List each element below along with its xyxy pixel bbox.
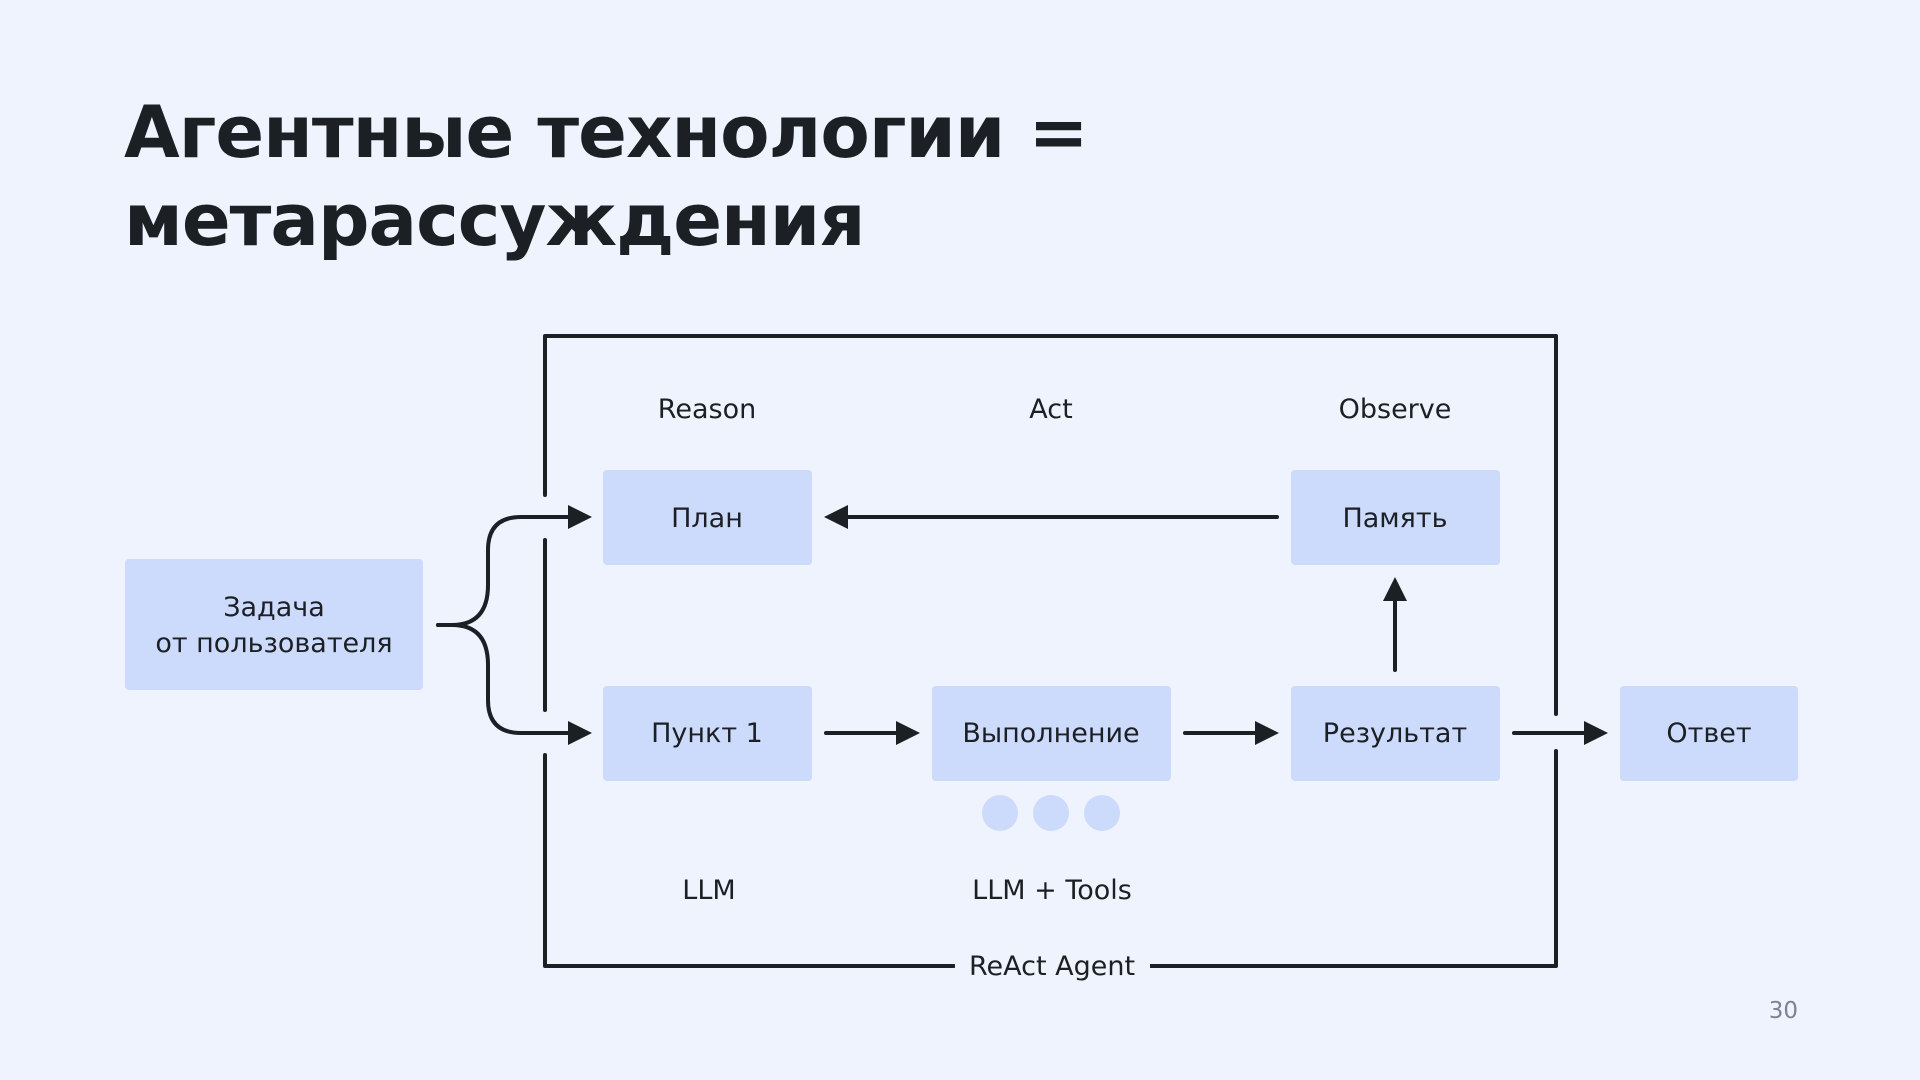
column-act: Act — [1029, 394, 1072, 425]
page-title: Агентные технологии = метарассуждения — [124, 88, 1089, 264]
node-result-label: Результат — [1323, 718, 1467, 749]
agent-frame — [543, 334, 1558, 968]
node-result: Результат — [1291, 686, 1500, 781]
page-number: 30 — [1768, 998, 1798, 1024]
node-answer-label: Ответ — [1666, 718, 1751, 749]
node-task-line-2: от пользователя — [155, 628, 392, 659]
dot-2 — [1033, 795, 1069, 831]
arrow-result-to-answer — [1512, 721, 1608, 745]
label-llm: LLM — [682, 875, 735, 906]
node-task: Задача от пользователя — [125, 559, 423, 690]
node-execution: Выполнение — [932, 686, 1171, 781]
brace-connector — [436, 515, 576, 735]
arrow-to-step1-head — [568, 721, 592, 745]
dot-1 — [982, 795, 1018, 831]
dot-3 — [1084, 795, 1120, 831]
node-step1: Пункт 1 — [603, 686, 812, 781]
node-memory-label: Память — [1342, 503, 1447, 534]
node-plan-label: План — [671, 503, 743, 534]
label-llm-tools: LLM + Tools — [972, 875, 1132, 906]
node-plan: План — [603, 470, 812, 565]
node-execution-label: Выполнение — [962, 718, 1139, 749]
node-memory: Память — [1291, 470, 1500, 565]
node-task-line-1: Задача — [223, 592, 325, 623]
arrow-execution-to-result — [1183, 721, 1279, 745]
title-line-1: Агентные технологии = — [124, 90, 1089, 174]
column-reason: Reason — [658, 394, 756, 425]
node-step1-label: Пункт 1 — [651, 718, 763, 749]
column-observe: Observe — [1339, 394, 1452, 425]
arrow-result-to-memory — [1383, 577, 1407, 672]
arrow-memory-to-plan — [824, 505, 1279, 529]
frame-top-and-right — [543, 334, 1558, 968]
frame-label-gap — [955, 950, 1150, 984]
arrow-step1-to-execution — [824, 721, 920, 745]
node-answer: Ответ — [1620, 686, 1798, 781]
arrow-to-plan-head — [568, 505, 592, 529]
execution-dots — [982, 795, 1120, 831]
frame-label: ReAct Agent — [969, 951, 1135, 982]
title-line-2: метарассуждения — [124, 178, 865, 262]
